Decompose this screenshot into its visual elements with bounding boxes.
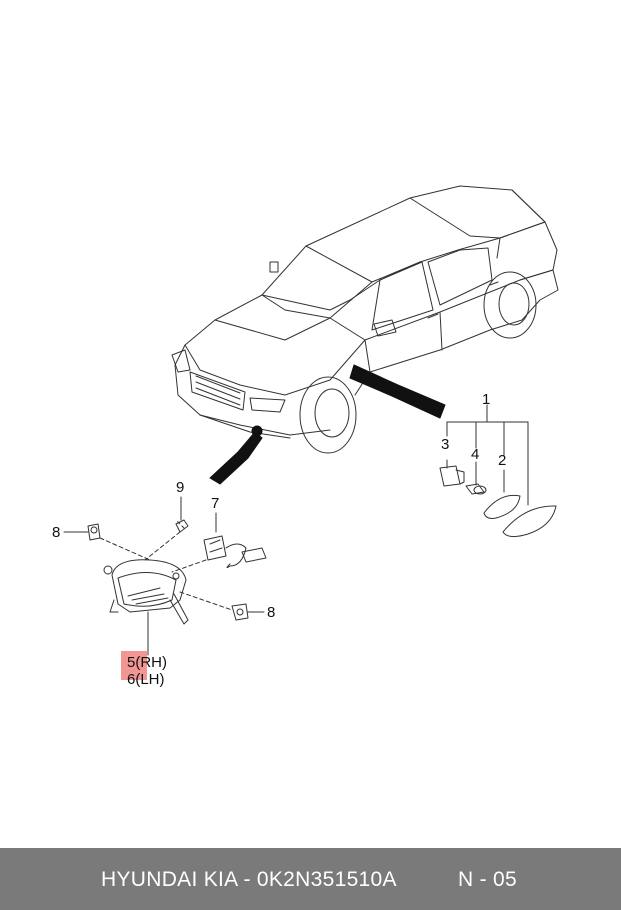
callout-5-rh: 5(RH) bbox=[127, 654, 167, 671]
socket-part-3 bbox=[439, 465, 465, 487]
parts-diagram bbox=[63, 185, 559, 656]
callout-2: 2 bbox=[498, 452, 507, 469]
bulb-part-4 bbox=[465, 483, 487, 495]
footer-bar: HYUNDAI KIA - 0K2N351510A N - 05 bbox=[0, 848, 621, 910]
page-number-label: N - 05 bbox=[458, 868, 517, 891]
part-number-label: HYUNDAI KIA - 0K2N351510A bbox=[101, 868, 397, 891]
fog-lamp-part-5-6 bbox=[103, 559, 189, 625]
callout-8-left: 8 bbox=[52, 524, 61, 541]
car-illustration bbox=[171, 185, 559, 454]
callout-9: 9 bbox=[176, 479, 185, 496]
callout-6-lh: 6(LH) bbox=[127, 671, 165, 688]
side-lamp-part-1 bbox=[502, 505, 557, 538]
callout-4: 4 bbox=[471, 446, 480, 463]
callout-7: 7 bbox=[211, 495, 220, 512]
callout-8-right: 8 bbox=[267, 604, 276, 621]
lens-part-2 bbox=[483, 494, 521, 519]
callout-3: 3 bbox=[441, 436, 450, 453]
arrow-fog-lamp bbox=[209, 431, 263, 485]
callout-1: 1 bbox=[482, 391, 491, 408]
callout-highlight bbox=[121, 651, 147, 680]
arrow-side-lamp bbox=[349, 364, 446, 419]
